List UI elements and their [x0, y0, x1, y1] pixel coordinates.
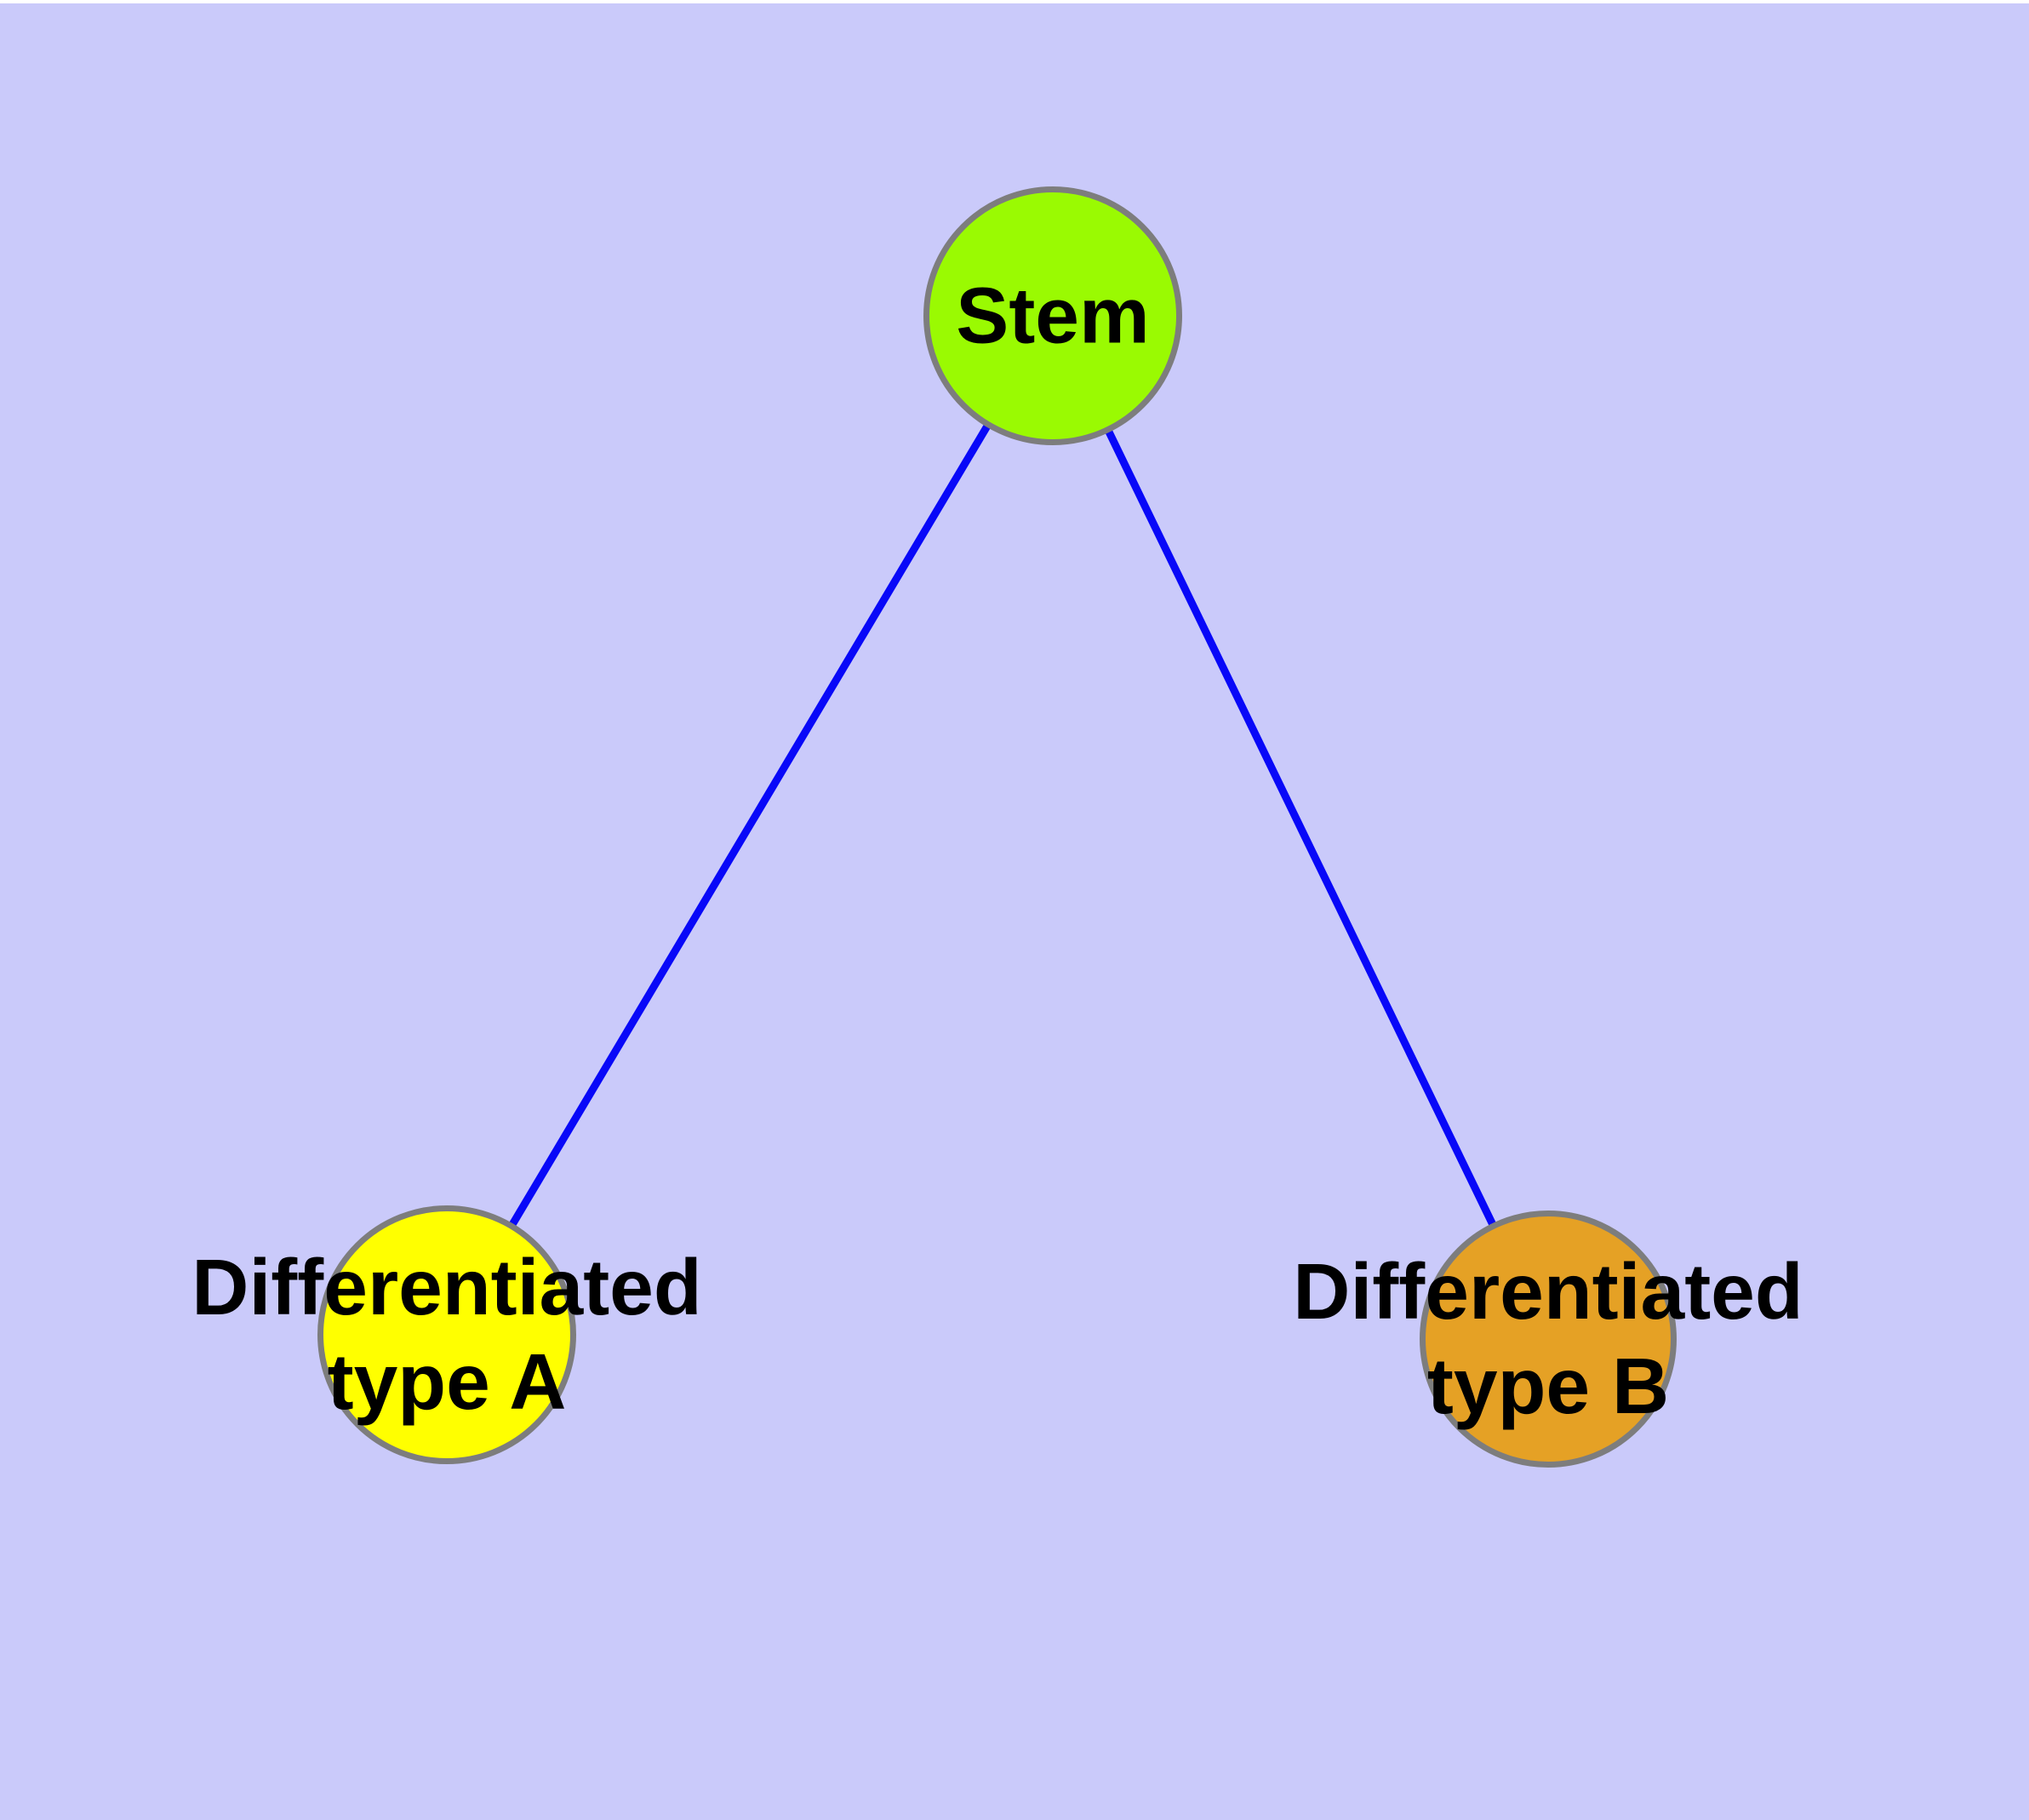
edge-stem-to-type-b — [1049, 314, 1552, 1341]
node-type-b-label-line: Differentiated — [1293, 1247, 1803, 1336]
node-stem-label-line: Stem — [956, 271, 1150, 360]
top-edge-strip — [0, 0, 2029, 3]
node-type-a-circle — [317, 1205, 576, 1464]
node-type-b-circle — [1420, 1210, 1677, 1468]
edge-stem-to-type-a — [443, 313, 1056, 1337]
node-type-b-label-line: type B — [1426, 1342, 1670, 1430]
node-stem-circle — [923, 186, 1182, 445]
node-stem-label: Stem — [956, 269, 1149, 363]
node-type-a-label-line: Differentiated — [191, 1243, 702, 1331]
node-type-a-label-line: type A — [327, 1337, 567, 1426]
